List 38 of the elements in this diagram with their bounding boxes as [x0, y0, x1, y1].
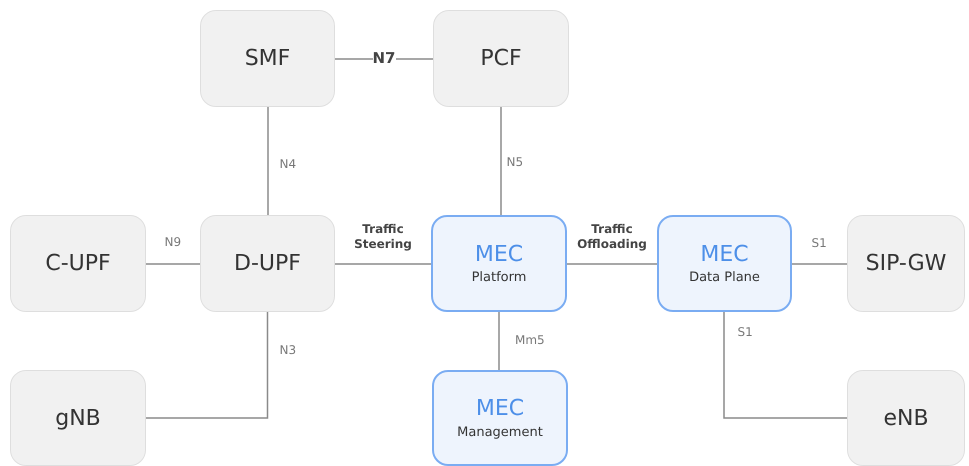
- node-subtitle: Data Plane: [689, 270, 760, 286]
- edge-label: N3: [280, 342, 296, 358]
- network-function-box: [200, 215, 335, 312]
- edge-label: S1: [738, 324, 753, 340]
- node-subtitle: Management: [457, 424, 543, 440]
- connector-line: [500, 107, 502, 215]
- node-title: SMF: [244, 46, 290, 71]
- node-title: gNB: [55, 406, 101, 430]
- node-title: eNB: [883, 406, 929, 430]
- connector-line: [792, 263, 847, 265]
- mec-box: [431, 215, 567, 312]
- connector-line: [498, 312, 500, 370]
- node-title: MEC: [474, 242, 524, 268]
- connector-line: [723, 312, 847, 419]
- connector-line: [267, 107, 269, 215]
- node-title: SIP-GW: [866, 251, 946, 276]
- mec-box: [657, 215, 792, 312]
- network-function-box: [847, 215, 965, 312]
- node-title: C-UPF: [45, 251, 111, 276]
- node-title: MEC: [476, 396, 524, 423]
- edge-label: Mm5: [515, 332, 545, 348]
- edge-label: N5: [506, 154, 524, 170]
- node-subtitle: Platform: [472, 270, 526, 286]
- connector-line: [146, 263, 200, 265]
- connector-line: [567, 263, 657, 265]
- node-title: PCF: [480, 46, 522, 71]
- node-title: MEC: [700, 242, 749, 268]
- network-function-box: [433, 10, 569, 107]
- connector-line: [146, 312, 268, 419]
- network-function-box: [847, 370, 965, 466]
- network-function-box: [10, 215, 146, 312]
- network-function-box: [10, 370, 146, 466]
- network-function-box: [200, 10, 335, 107]
- node-title: D-UPF: [234, 251, 301, 276]
- edge-label: S1: [812, 236, 827, 250]
- mec-box: [432, 370, 568, 466]
- edge-label: N9: [164, 234, 182, 250]
- connector-line: [335, 263, 431, 265]
